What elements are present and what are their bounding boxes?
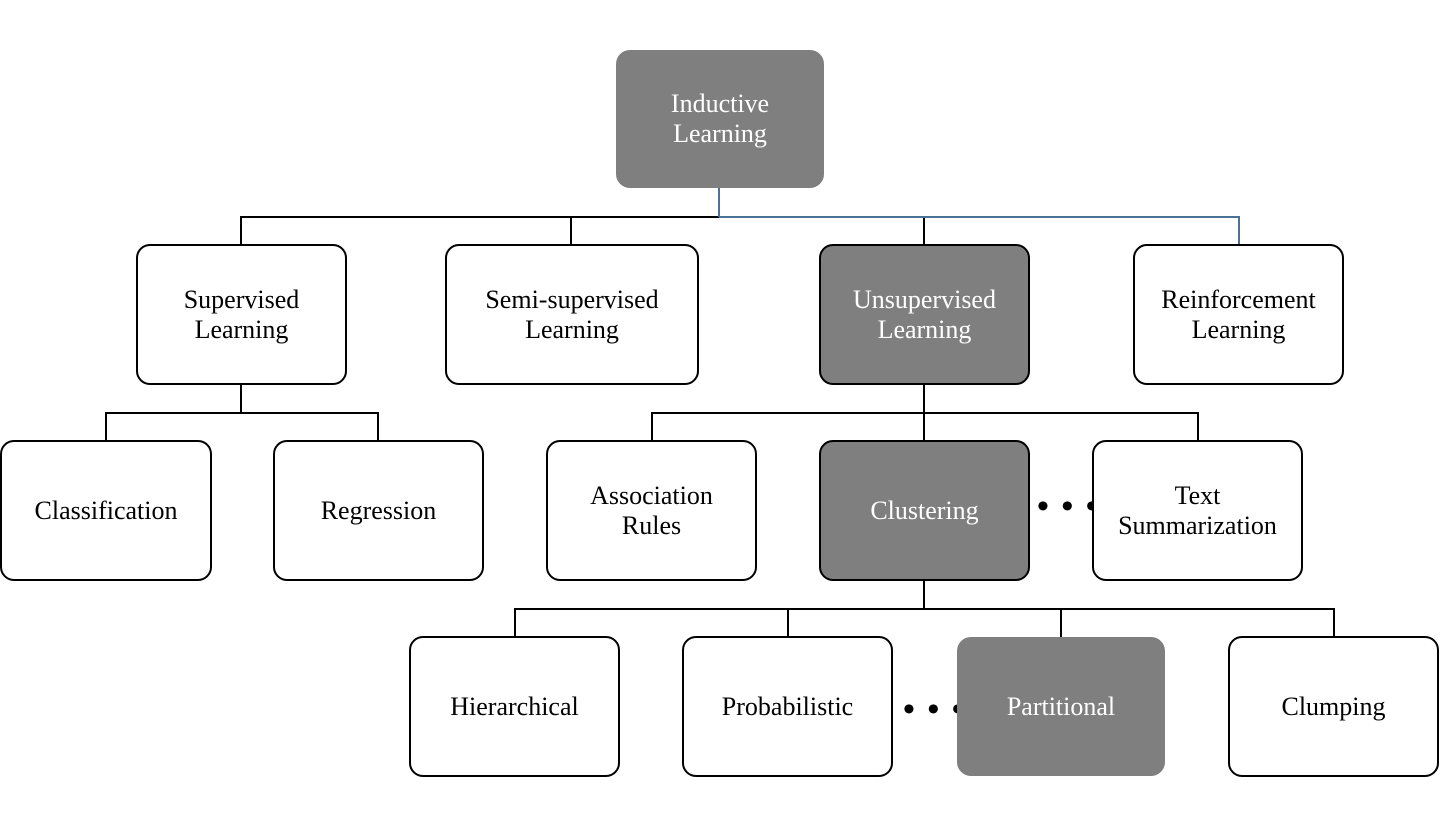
node-label: Clustering [870,495,979,525]
ellipsis-unsupervised: • • • [1037,488,1100,525]
node-label: Regression [320,495,437,525]
node-inductive-learning: Inductive Learning [616,50,824,188]
node-label: Text Summarization [1118,480,1277,540]
node-unsupervised-learning: Unsupervised Learning [819,244,1030,385]
node-clustering: Clustering [819,440,1030,581]
node-label: Unsupervised Learning [853,284,996,344]
node-reinforcement-learning: Reinforcement Learning [1133,244,1344,385]
node-partitional: Partitional [957,637,1165,776]
node-label: Reinforcement Learning [1161,284,1316,344]
unsupervised-connectors [651,384,1199,441]
node-label: Supervised Learning [183,284,300,344]
node-classification: Classification [0,440,212,581]
node-label: Association Rules [590,480,713,540]
node-label: Hierarchical [450,691,579,721]
highlight-connectors [718,187,1240,245]
node-clumping: Clumping [1228,636,1439,777]
node-text-summarization: Text Summarization [1092,440,1303,581]
node-regression: Regression [273,440,484,581]
node-label: Classification [34,495,178,525]
supervised-connectors [105,384,379,441]
node-label: Probabilistic [721,691,854,721]
node-label: Partitional [1006,691,1116,721]
node-label: Clumping [1281,691,1386,721]
node-supervised-learning: Supervised Learning [136,244,347,385]
root-connectors [240,216,925,245]
node-semi-supervised-learning: Semi-supervised Learning [445,244,699,385]
ellipsis-clustering: • • • [903,691,966,728]
node-label: Semi-supervised Learning [485,284,659,344]
node-label: Inductive Learning [670,89,770,148]
clustering-connectors [514,580,1335,637]
node-hierarchical: Hierarchical [409,636,620,777]
node-probabilistic: Probabilistic [682,636,893,777]
node-association-rules: Association Rules [546,440,757,581]
